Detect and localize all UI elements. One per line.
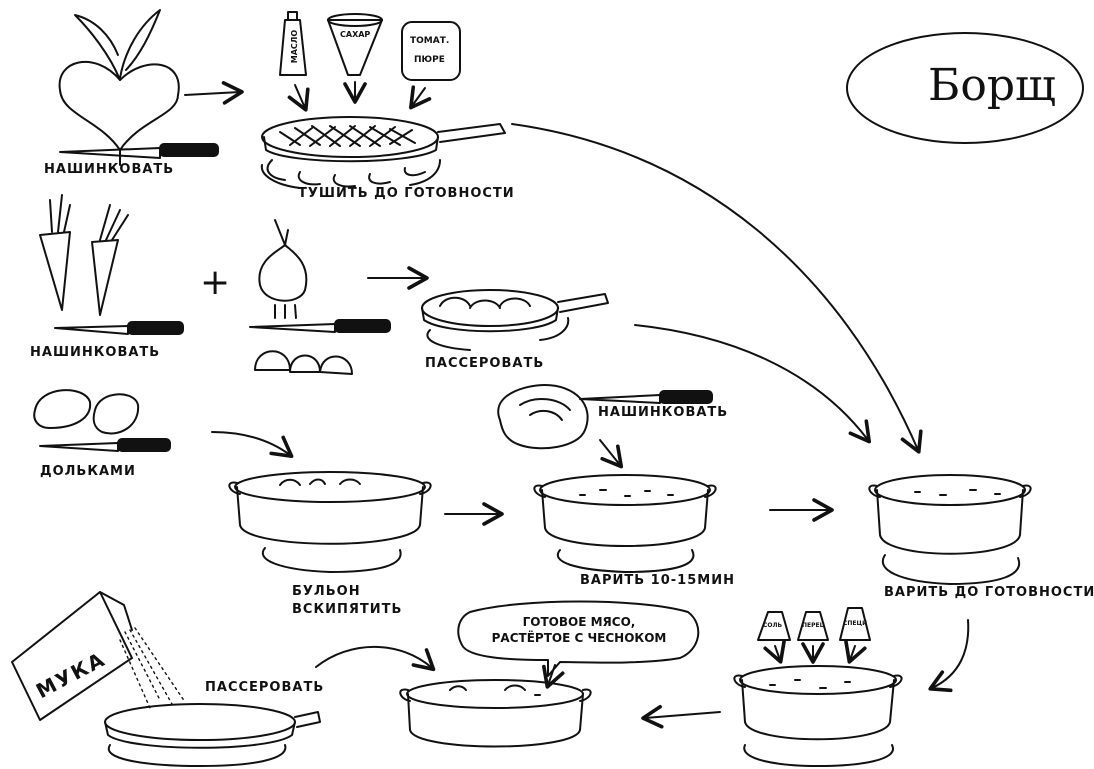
flour-bag-icon bbox=[12, 592, 132, 720]
tomato-jar-icon bbox=[402, 22, 460, 80]
onion-icon bbox=[259, 220, 306, 318]
step-label-cook-10-15: ВАРИТЬ 10-15МИН bbox=[580, 573, 735, 588]
ingredient-pepper: ПЕРЕЦ bbox=[802, 622, 825, 629]
ingredient-oil: МАСЛО bbox=[290, 30, 299, 63]
flame-icon bbox=[263, 548, 401, 572]
step-label-potato-cut: ДОЛЬКАМИ bbox=[40, 464, 136, 479]
flour-falling-icon bbox=[120, 628, 185, 708]
ingredient-spices: СПЕЦИ bbox=[843, 620, 867, 627]
ingredient-tomato-line1: ТОМАТ. bbox=[410, 36, 449, 46]
plus-sign: + bbox=[200, 262, 230, 303]
ingredient-sugar: САХАР bbox=[340, 30, 370, 39]
step-label-cabbage-chop: НАШИНКОВАТЬ bbox=[598, 405, 728, 420]
frying-pan-icon bbox=[422, 290, 608, 331]
sugar-cone-icon bbox=[328, 14, 382, 75]
flame-icon bbox=[262, 160, 440, 188]
arrow bbox=[635, 325, 868, 440]
speech-bubble-text: ГОТОВОЕ МЯСО, РАСТЁРТОЕ С ЧЕСНОКОМ bbox=[472, 614, 686, 646]
speech-line-2: РАСТЁРТОЕ С ЧЕСНОКОМ bbox=[472, 630, 686, 646]
step-label-saute-flour: ПАССЕРОВАТЬ bbox=[205, 680, 324, 695]
beet-icon bbox=[60, 10, 179, 165]
arrow bbox=[212, 432, 290, 455]
ingredient-salt: СОЛЬ bbox=[763, 622, 782, 629]
carrot-icon bbox=[40, 195, 128, 315]
knife-icon bbox=[40, 439, 170, 451]
frying-pan-icon bbox=[105, 704, 320, 748]
cooking-pot-icon bbox=[734, 666, 901, 739]
arrow bbox=[185, 92, 240, 95]
cooking-pot-icon bbox=[229, 472, 430, 544]
arrow bbox=[412, 88, 425, 106]
knife-icon bbox=[250, 320, 390, 332]
knife-icon bbox=[60, 144, 218, 158]
cooking-pot-icon bbox=[534, 475, 715, 546]
arrow bbox=[850, 646, 855, 660]
flame-icon bbox=[744, 745, 893, 766]
flame-icon bbox=[558, 550, 694, 572]
arrow bbox=[316, 647, 432, 668]
arrow bbox=[600, 440, 620, 465]
step-label-cook-done: ВАРИТЬ ДО ГОТОВНОСТИ bbox=[884, 585, 1094, 600]
potato-icon bbox=[34, 390, 138, 433]
knife-icon bbox=[55, 322, 183, 334]
cooking-pot-icon bbox=[869, 475, 1030, 554]
speech-line-1: ГОТОВОЕ МЯСО, bbox=[472, 614, 686, 630]
knife-icon bbox=[580, 391, 712, 403]
page-title: Борщ bbox=[928, 60, 1056, 111]
step-label-saute-veg: ПАССЕРОВАТЬ bbox=[425, 356, 544, 371]
ingredient-tomato-line2: ПЮРЕ bbox=[414, 55, 445, 65]
arrow bbox=[775, 646, 780, 660]
arrow bbox=[512, 124, 918, 450]
arrow bbox=[645, 712, 720, 718]
step-label-broth: БУЛЬОН ВСКИПЯТИТЬ bbox=[292, 583, 412, 619]
arrow bbox=[295, 85, 305, 108]
onion-slices-icon bbox=[255, 351, 352, 374]
frying-pan-icon bbox=[262, 117, 505, 161]
step-label-stew: ТУШИТЬ ДО ГОТОВНОСТИ bbox=[298, 186, 515, 201]
cabbage-icon bbox=[498, 385, 587, 448]
arrow bbox=[932, 620, 968, 688]
step-label-beet-chop: НАШИНКОВАТЬ bbox=[44, 162, 174, 177]
step-label-carrot-chop: НАШИНКОВАТЬ bbox=[30, 345, 160, 360]
cooking-pot-icon bbox=[400, 680, 590, 747]
flame-icon bbox=[883, 555, 1019, 584]
